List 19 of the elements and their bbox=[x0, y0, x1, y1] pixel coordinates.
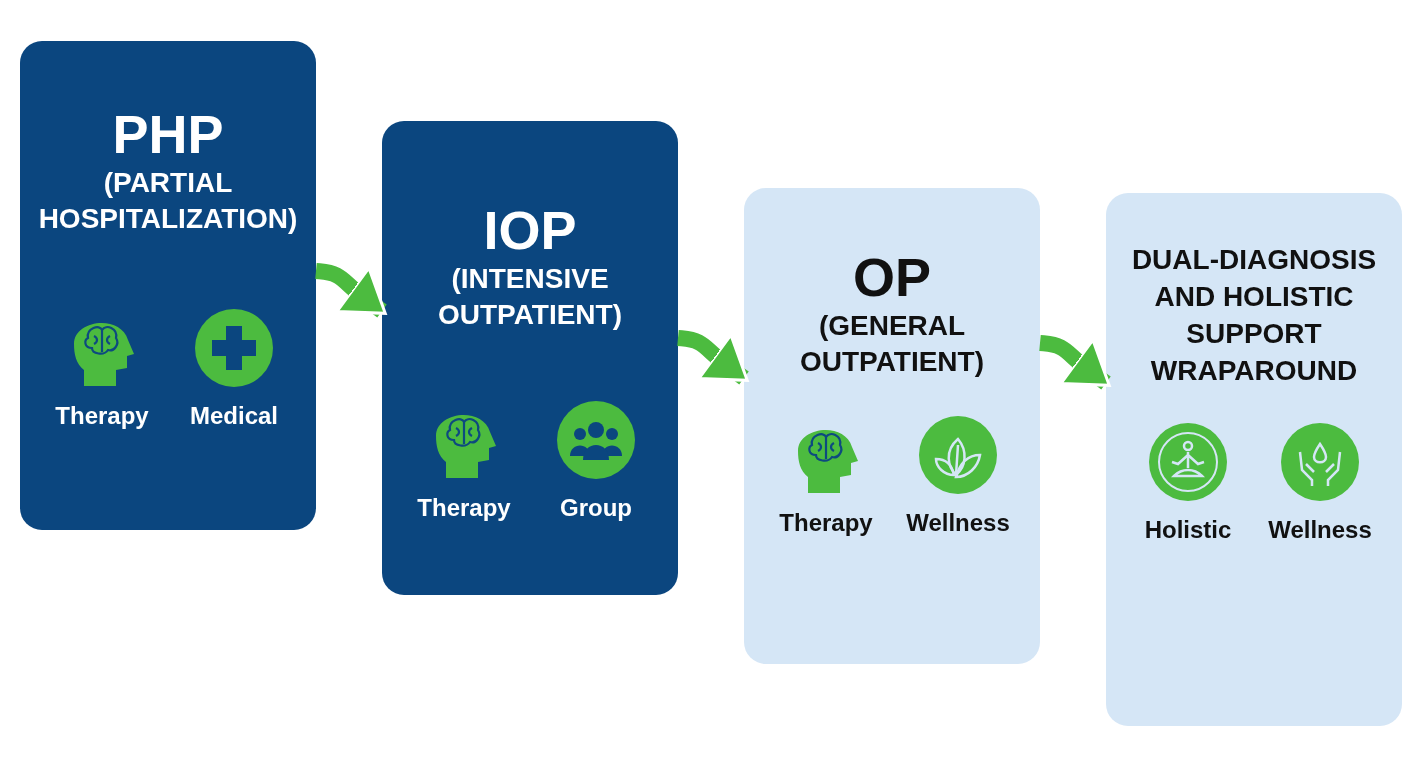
service-label: Wellness bbox=[1268, 516, 1372, 544]
service-label: Medical bbox=[190, 402, 278, 430]
stage-title: OP bbox=[852, 246, 932, 309]
stage-title: PHP bbox=[111, 103, 225, 166]
stage-subtitle: (GENERAL OUTPATIENT) bbox=[798, 309, 986, 379]
stage-card bbox=[20, 41, 316, 530]
service-label: Holistic bbox=[1144, 516, 1232, 544]
stage-card bbox=[744, 188, 1040, 664]
service-label: Therapy bbox=[55, 402, 149, 430]
stage-subtitle: (PARTIAL HOSPITALIZATION) bbox=[37, 166, 299, 236]
stage-subtitle: DUAL-DIAGNOSIS AND HOLISTIC SUPPORT WRAPAROUND bbox=[1130, 243, 1378, 388]
service-label: Therapy bbox=[417, 494, 511, 522]
service-label: Wellness bbox=[906, 509, 1010, 537]
service-label: Group bbox=[560, 494, 632, 522]
stage-title: IOP bbox=[482, 199, 578, 262]
stage-subtitle: (INTENSIVE OUTPATIENT) bbox=[436, 262, 624, 332]
service-label: Therapy bbox=[779, 509, 873, 537]
stage-card bbox=[382, 121, 678, 595]
stage-card bbox=[1106, 193, 1402, 726]
